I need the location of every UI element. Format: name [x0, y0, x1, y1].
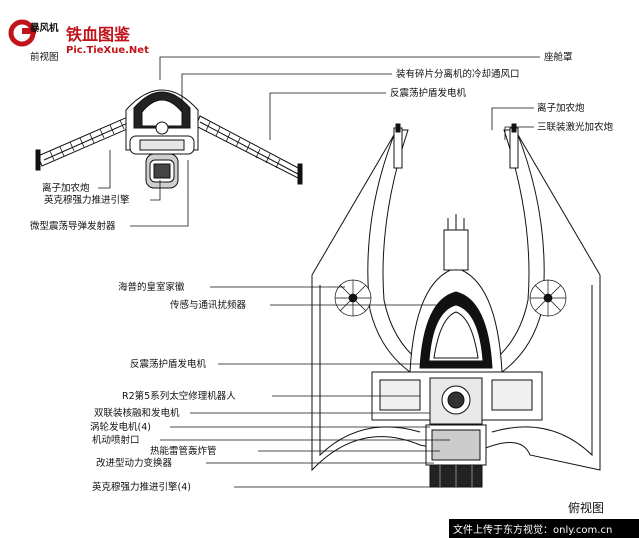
label-maneuver-jets: 机动喷射口 — [92, 434, 140, 446]
label-thermal-torpedo-tube: 热能雷管轰炸管 — [150, 445, 217, 457]
label-shield-generator-top: 反震荡护盾发电机 — [390, 87, 467, 99]
label-sensor-jammer: 传感与通讯扰频器 — [170, 299, 247, 311]
top-left-title-line1: 暴风机 — [29, 22, 59, 34]
footer-text: 文件上传于东方视觉：only.com.cn — [453, 523, 612, 536]
royal-crest-right — [529, 279, 567, 317]
label-cockpit-canopy: 座舱罩 — [544, 51, 573, 63]
label-engine-front: 英克穆强力推进引擎 — [44, 194, 130, 206]
watermark: 铁血图鉴 Pic.TieXue.Net — [8, 19, 149, 56]
label-cooling-vent: 装有碎片分离机的冷却通风口 — [396, 68, 520, 80]
footer-bar — [449, 519, 639, 538]
label-engine-rear: 英克穆强力推进引擎(4) — [92, 481, 191, 493]
label-power-converter: 改进型动力变换器 — [96, 457, 173, 469]
label-fusion-generator: 双联装核融和发电机 — [94, 407, 180, 419]
label-triple-laser-cannon: 三联装激光加农炮 — [537, 121, 614, 133]
top-view-ship — [311, 123, 601, 488]
label-micro-missile-launcher: 微型震荡导弹发射器 — [30, 220, 116, 232]
label-hapes-royal-crest: 海普的皇室家徽 — [118, 281, 185, 293]
watermark-site-name: 铁血图鉴 — [66, 25, 131, 44]
label-shield-generator-mid: 反震荡护盾发电机 — [130, 358, 207, 370]
front-view-ship — [35, 89, 303, 189]
royal-crest-left — [334, 279, 372, 317]
label-turbo-generator: 涡轮发电机(4) — [90, 421, 151, 433]
label-r2-droid: R2第5系列太空修理机器人 — [122, 390, 236, 402]
top-view-title: 俯视图 — [568, 500, 604, 515]
label-ion-cannon-left: 离子加农炮 — [42, 182, 90, 194]
top-left-title-line2: 前视图 — [30, 51, 59, 63]
leader-lines — [98, 56, 540, 488]
label-ion-cannon-right: 离子加农炮 — [537, 102, 585, 114]
watermark-site-url: Pic.TieXue.Net — [66, 45, 149, 56]
